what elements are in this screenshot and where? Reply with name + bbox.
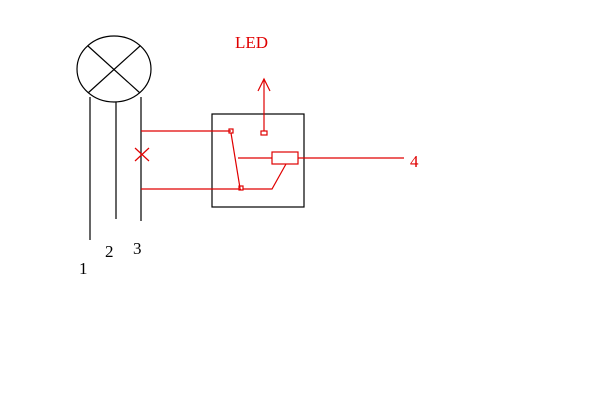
terminal-bottom (238, 185, 244, 191)
lamp-cross-line-b (87, 45, 141, 94)
wire-resistor-return (243, 163, 287, 190)
wire-2-label: 2 (105, 242, 114, 261)
red-wiring (141, 77, 404, 191)
module-box (211, 113, 305, 208)
terminal-top (228, 128, 234, 134)
lamp-icon (76, 35, 152, 103)
led-arrow-head (257, 77, 271, 92)
wire-1-label: 1 (79, 259, 88, 278)
lamp-circle (76, 35, 152, 103)
led-label: LED (235, 33, 268, 52)
cut-mark-icon (134, 147, 150, 162)
output-4-label: 4 (410, 152, 419, 171)
switch-lever (230, 132, 241, 189)
lamp-wires (89, 97, 142, 240)
resistor (271, 151, 299, 165)
cut-mark-line-b (134, 147, 150, 162)
wire-3-label: 3 (133, 239, 142, 258)
led-terminal (260, 130, 268, 136)
